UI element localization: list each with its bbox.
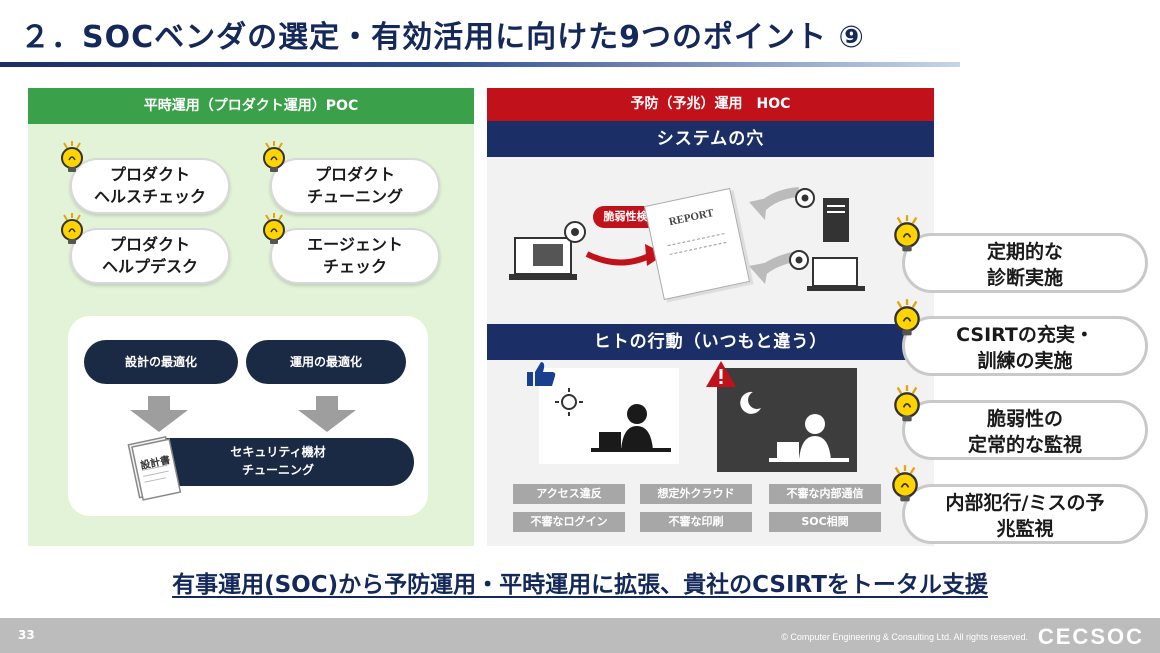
tuning-line2: チューニング: [241, 463, 314, 477]
hoc-header: 予防（予兆）運用 HOC: [487, 88, 934, 121]
person-at-desk-icon: [555, 388, 671, 452]
tuning-line1: セキュリティ機材: [230, 445, 326, 459]
tag-unexpected-cloud: 想定外クラウド: [640, 484, 752, 504]
poc-header: 平時運用（プロダクト運用）POC: [28, 88, 474, 124]
action-line1: CSIRTの充実・: [956, 324, 1094, 346]
footer-bar: 33 © Computer Engineering & Consulting L…: [0, 618, 1160, 653]
bottom-message-text: 有事運用(SOC)から予防運用・平時運用に拡張、貴社のCSIRTをトータル支援: [172, 572, 988, 598]
pill-line1: プロダクト: [314, 165, 395, 184]
action-line2: 定常的な監視: [967, 434, 1082, 456]
down-arrow-icon: [298, 396, 356, 432]
warning-icon: [706, 361, 736, 387]
nighttime-scene: [717, 368, 857, 472]
human-behavior-bar: ヒトの行動（いつもと違う）: [487, 324, 934, 360]
pill-line2: ヘルスチェック: [93, 187, 206, 206]
pill-line1: プロダクト: [109, 165, 190, 184]
design-optimization: 設計の最適化: [84, 340, 238, 384]
pill-line1: プロダクト: [109, 235, 190, 254]
company-logo: CECSOC: [1037, 624, 1144, 649]
lightbulb-icon: [263, 141, 285, 172]
system-hole-bar: システムの穴: [487, 121, 934, 157]
pill-product-healthcheck: プロダクト ヘルスチェック: [70, 158, 230, 214]
pill-line1: エージェント: [307, 235, 403, 254]
pill-line2: チェック: [322, 257, 387, 276]
lightbulb-icon: [263, 213, 285, 244]
bottom-message: 有事運用(SOC)から予防運用・平時運用に拡張、貴社のCSIRTをトータル支援: [0, 565, 1160, 599]
tag-suspicious-login: 不審なログイン: [513, 512, 625, 532]
security-tuning: セキュリティ機材 チューニング: [142, 438, 414, 486]
tag-access-violation: アクセス違反: [513, 484, 625, 504]
tag-soc-correlation: SOC相関: [769, 512, 881, 532]
action-line1: 脆弱性の: [986, 408, 1063, 430]
lightbulb-icon: [61, 213, 83, 244]
action-csirt-training: CSIRTの充実・ 訓練の実施: [902, 316, 1148, 376]
person-at-night-icon: [740, 391, 849, 462]
design-document-icon: [127, 436, 182, 501]
copyright-text: © Computer Engineering & Consulting Ltd.…: [781, 632, 1028, 642]
pill-product-tuning: プロダクト チューニング: [270, 158, 440, 214]
lightbulb-icon: [894, 215, 920, 252]
pill-product-helpdesk: プロダクト ヘルプデスク: [70, 228, 230, 284]
daytime-scene: [539, 368, 679, 464]
pill-line2: チューニング: [306, 187, 403, 206]
optimization-box: 設計の最適化 運用の最適化 セキュリティ機材 チューニング 設計書: [68, 316, 428, 516]
title-underline: [0, 62, 960, 67]
action-line2: 訓練の実施: [977, 350, 1073, 372]
thumbs-up-icon: [527, 362, 556, 386]
action-line2: 兆監視: [996, 518, 1054, 540]
lightbulb-icon: [892, 465, 918, 502]
server-and-pc-icons: [749, 187, 865, 291]
action-line1: 定期的な: [986, 241, 1063, 263]
slide-title: ２．SOCベンダの選定・有効活用に向けた9つのポイント ⑨: [20, 20, 865, 55]
pill-line2: ヘルプデスク: [101, 257, 198, 276]
lightbulb-icon: [894, 299, 920, 336]
action-line1: 内部犯行/ミスの予: [945, 492, 1105, 514]
lightbulb-icon: [61, 141, 83, 172]
pill-agent-check: エージェント チェック: [270, 228, 440, 284]
report-label: REPORT: [667, 206, 715, 229]
tag-suspicious-internal: 不審な内部通信: [769, 484, 881, 504]
system-illustration: [509, 221, 665, 280]
action-insider-monitoring: 内部犯行/ミスの予 兆監視: [902, 484, 1148, 544]
action-line2: 診断実施: [986, 267, 1063, 289]
lightbulb-icon: [894, 385, 920, 422]
page-number: 33: [18, 628, 35, 642]
hoc-panel: 予防（予兆）運用 HOC システムの穴 脆弱性検出 REPORT ヒトの行動（い…: [487, 88, 934, 546]
down-arrow-icon: [130, 396, 188, 432]
operation-optimization: 運用の最適化: [246, 340, 406, 384]
action-vuln-monitoring: 脆弱性の 定常的な監視: [902, 400, 1148, 460]
action-periodic-diagnosis: 定期的な 診断実施: [902, 233, 1148, 293]
tag-suspicious-print: 不審な印刷: [640, 512, 752, 532]
poc-panel: 平時運用（プロダクト運用）POC プロダクト ヘルスチェック プロダクト チュー…: [28, 88, 474, 546]
